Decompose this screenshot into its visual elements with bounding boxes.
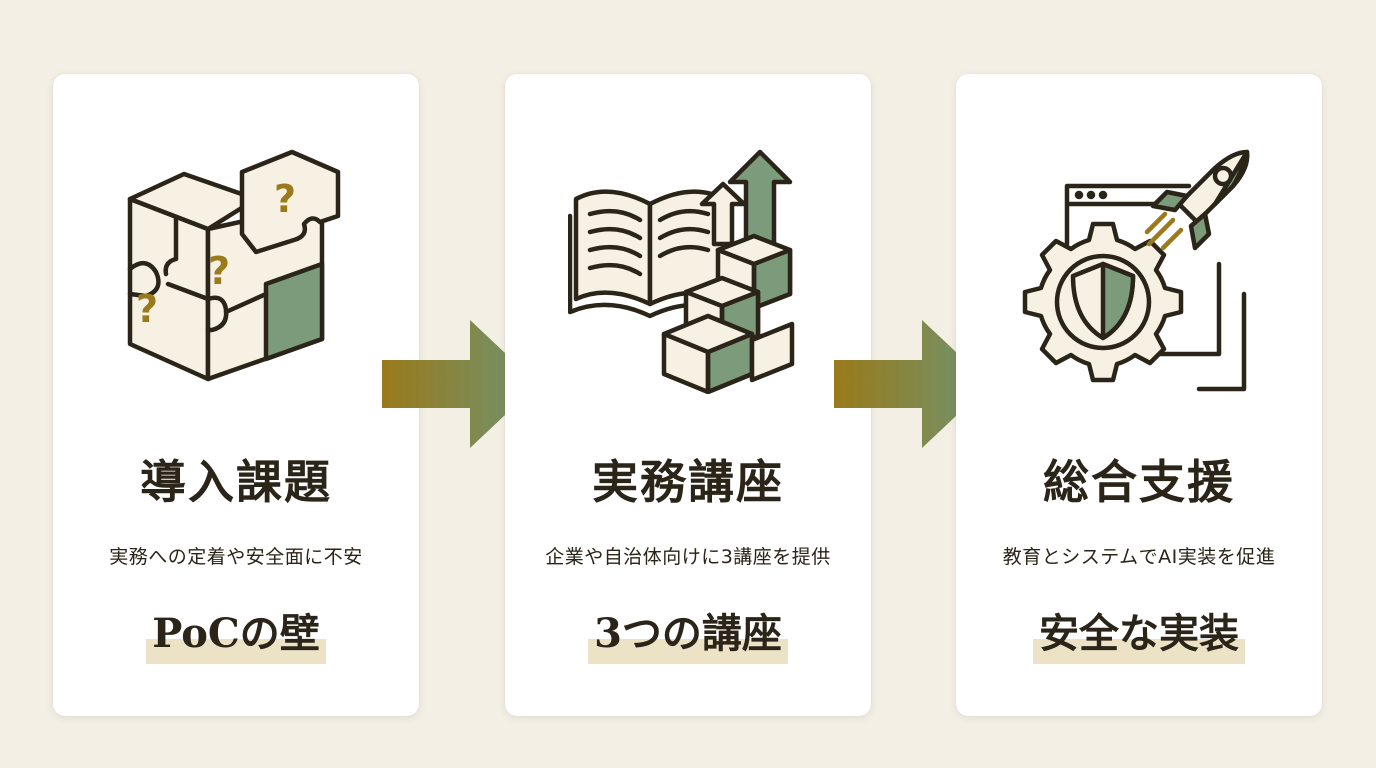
step-card-1: ? ? ? 導入課題 実務への定着や安全面に不安 PoCの壁: [53, 74, 419, 716]
step-title: 導入課題: [140, 455, 332, 509]
step-badge: PoCの壁: [146, 604, 326, 664]
step-description: 企業や自治体向けに3講座を提供: [545, 546, 831, 568]
step-description: 実務への定着や安全面に不安: [109, 546, 363, 568]
step-title: 総合支援: [1043, 455, 1235, 509]
step-card-2: 実務講座 企業や自治体向けに3講座を提供 3つの講座: [505, 74, 871, 716]
step-title: 実務講座: [592, 455, 784, 509]
step-badge: 3つの講座: [588, 604, 788, 664]
gear-shield-rocket-icon: [1022, 149, 1250, 392]
svg-text:?: ?: [274, 177, 296, 221]
step-badge: 安全な実装: [1033, 604, 1245, 664]
book-blocks-growth-icon: [568, 149, 795, 394]
puzzle-cube-question-icon: ? ? ?: [127, 149, 341, 382]
svg-text:?: ?: [136, 287, 158, 331]
svg-text:?: ?: [208, 249, 230, 293]
step-description: 教育とシステムでAI実装を促進: [1002, 546, 1276, 568]
step-card-3: 総合支援 教育とシステムでAI実装を促進 安全な実装: [956, 74, 1322, 716]
arrow-right-icon: [834, 320, 990, 448]
arrow-right-icon: [382, 320, 538, 448]
